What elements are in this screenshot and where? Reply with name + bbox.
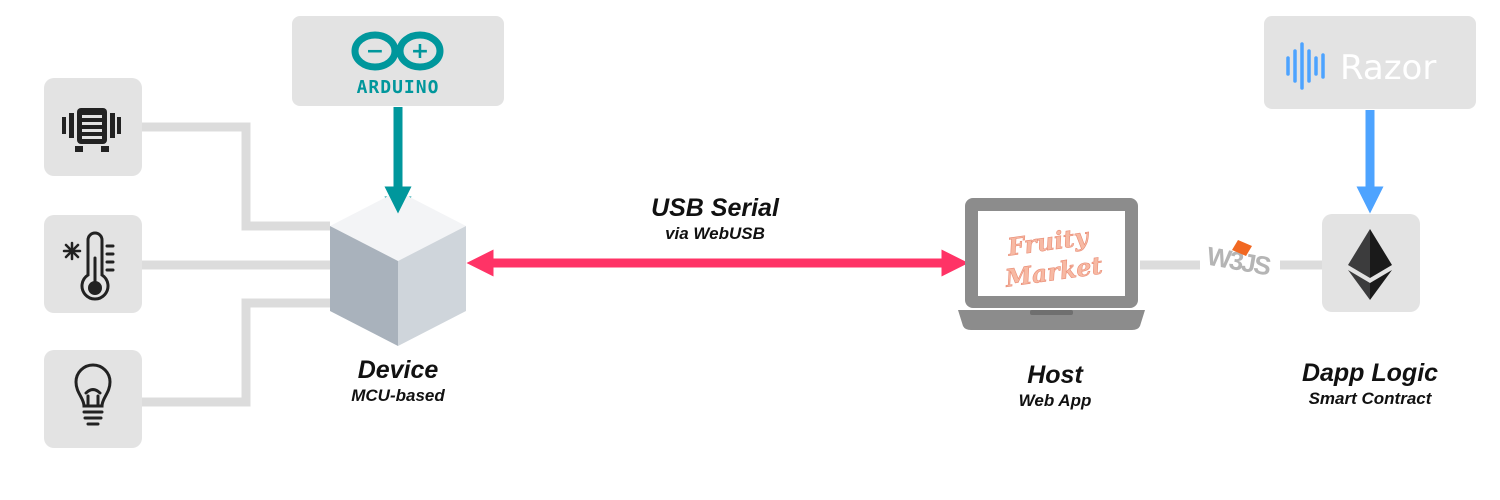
arduino-plus: + bbox=[411, 39, 429, 64]
link-label: USB Serial via WebUSB bbox=[590, 193, 840, 245]
sensor-wires bbox=[140, 122, 330, 407]
host-subtitle: Web App bbox=[1018, 391, 1092, 410]
dapp-subtitle: Smart Contract bbox=[1308, 389, 1432, 408]
host-label: Host Web App bbox=[975, 360, 1135, 412]
device-cube bbox=[330, 191, 466, 346]
motor-box bbox=[44, 78, 142, 176]
razor-box: Razor bbox=[1264, 16, 1476, 109]
host-title: Host bbox=[1027, 361, 1083, 389]
thermometer-snowflake-icon bbox=[62, 231, 115, 301]
device-label: Device MCU-based bbox=[318, 355, 478, 407]
laptop-icon: Fruity Market bbox=[958, 198, 1145, 330]
device-subtitle: MCU-based bbox=[351, 386, 445, 405]
arduino-wordmark: ARDUINO bbox=[357, 77, 440, 98]
fruity-market-logo: Fruity Market bbox=[1002, 221, 1104, 293]
link-subtitle: via WebUSB bbox=[665, 224, 765, 243]
ethereum-icon bbox=[1348, 229, 1392, 300]
ethereum-box bbox=[1322, 214, 1420, 312]
dapp-label: Dapp Logic Smart Contract bbox=[1275, 358, 1465, 410]
razor-wordmark: Razor bbox=[1340, 48, 1436, 88]
arduino-box: − + ARDUINO bbox=[292, 16, 504, 106]
arduino-minus: − bbox=[366, 39, 384, 64]
link-title: USB Serial bbox=[651, 194, 779, 222]
thermometer-box bbox=[44, 215, 142, 313]
motor-wire bbox=[140, 122, 330, 231]
dapp-title: Dapp Logic bbox=[1301, 359, 1439, 387]
bulb-box bbox=[44, 350, 142, 448]
arduino-logo bbox=[351, 31, 444, 71]
device-title: Device bbox=[357, 356, 439, 384]
lightbulb-icon bbox=[74, 363, 112, 426]
bulb-wire bbox=[140, 298, 330, 407]
motor-icon bbox=[62, 108, 121, 152]
razor-logo bbox=[1286, 42, 1325, 90]
